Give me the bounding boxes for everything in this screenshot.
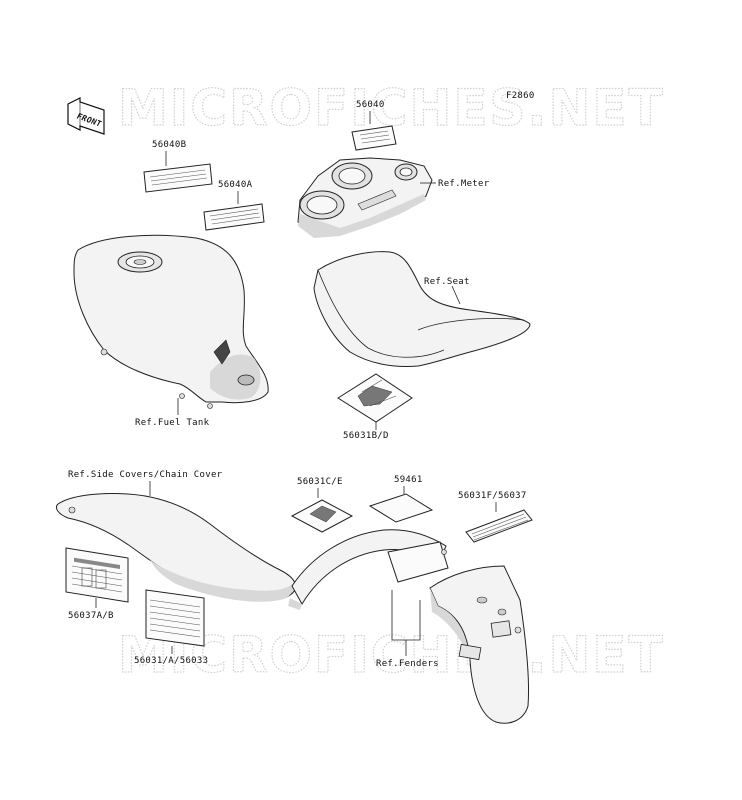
label-56031bd: 56031B/D	[343, 431, 389, 441]
figure-code: F2860	[506, 91, 535, 101]
front-arrow-icon: FRONT	[67, 97, 105, 135]
decal-56040b	[143, 163, 213, 193]
label-ref-fuel-tank: Ref.Fuel Tank	[135, 418, 210, 428]
decal-56031ce	[290, 499, 354, 533]
decal-59461	[368, 493, 434, 523]
decal-56040a	[203, 203, 265, 231]
label-ref-fenders: Ref.Fenders	[376, 659, 439, 669]
label-56040a: 56040A	[218, 180, 253, 190]
label-56037ab: 56037A/B	[68, 611, 114, 621]
decal-56031f-56037	[465, 509, 533, 543]
decal-56031bd	[337, 373, 413, 423]
watermark-bottom: MICROFICHES.NET	[118, 626, 665, 684]
side-chain-cover	[55, 493, 296, 602]
label-ref-side-covers: Ref.Side Covers/Chain Cover	[68, 470, 223, 480]
decal-56031a-56033	[145, 589, 205, 647]
decal-56037ab	[65, 547, 129, 603]
decal-56040	[351, 125, 397, 151]
front-fender	[288, 529, 449, 610]
label-59461: 59461	[394, 475, 423, 485]
label-56031ce: 56031C/E	[297, 477, 343, 487]
seat	[313, 251, 531, 367]
fuel-tank	[73, 234, 269, 409]
label-56040: 56040	[356, 100, 385, 110]
rear-fender	[429, 565, 530, 724]
label-ref-meter: Ref.Meter	[438, 179, 490, 189]
label-56031f-56037: 56031F/56037	[458, 491, 527, 501]
meter	[297, 157, 433, 238]
label-56031a-56033: 56031/A/56033	[134, 656, 208, 666]
label-56040b: 56040B	[152, 140, 186, 150]
label-ref-seat: Ref.Seat	[424, 277, 470, 287]
